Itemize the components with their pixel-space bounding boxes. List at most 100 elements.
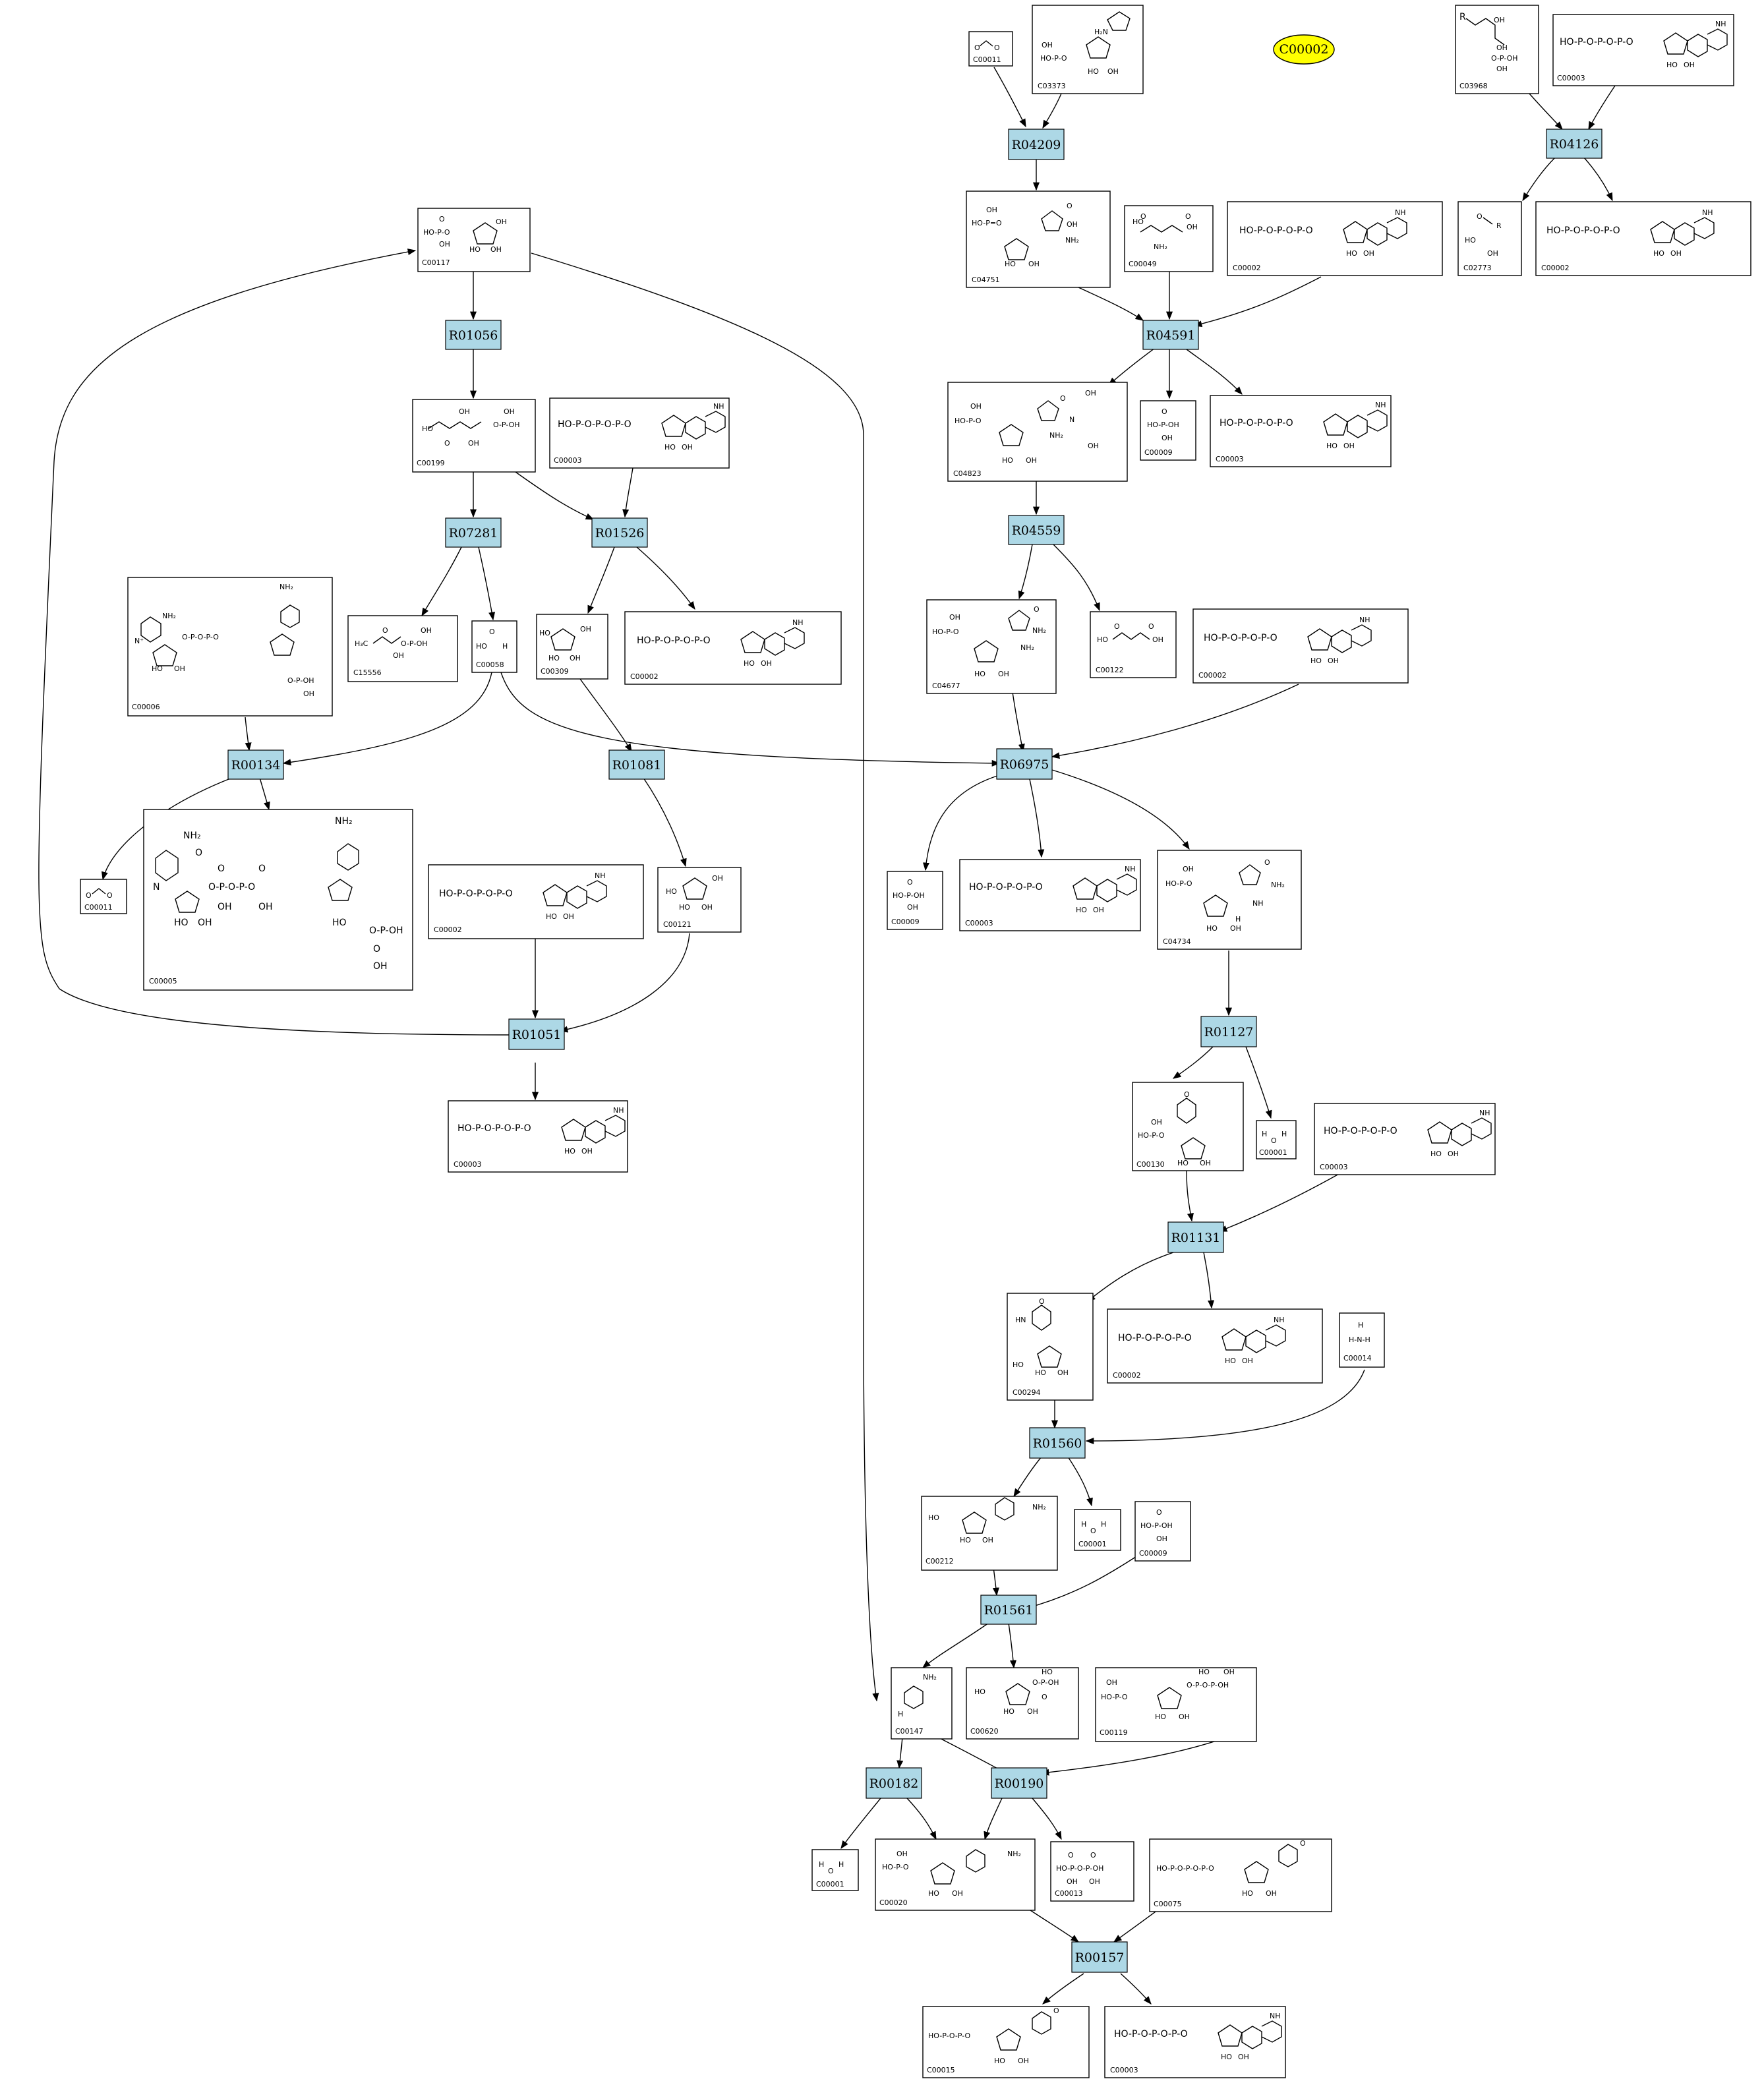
svg-text:O: O <box>1060 394 1066 403</box>
svg-text:OH: OH <box>712 874 723 883</box>
reaction-R01056[interactable]: R01056 <box>445 320 502 350</box>
svg-text:OH: OH <box>1200 1159 1211 1167</box>
svg-text:O: O <box>1034 605 1040 614</box>
svg-text:NH₂: NH₂ <box>162 612 176 620</box>
reaction-R01131[interactable]: R01131 <box>1167 1221 1224 1253</box>
reaction-R04591[interactable]: R04591 <box>1142 320 1199 350</box>
svg-text:HO: HO <box>1013 1361 1024 1369</box>
svg-text:O: O <box>1090 1527 1096 1535</box>
reaction-R01081[interactable]: R01081 <box>608 749 665 780</box>
compound-C00002-lower[interactable]: C00002 <box>1107 1308 1323 1384</box>
reaction-R01561[interactable]: R01561 <box>980 1595 1037 1625</box>
svg-text:C15556: C15556 <box>353 668 382 677</box>
compound-C00003-right-lower[interactable]: C00003 <box>1314 1103 1496 1175</box>
reaction-R04126[interactable]: R04126 <box>1546 129 1602 159</box>
svg-text:O: O <box>1067 202 1073 210</box>
compound-C00002-top[interactable]: C00002 <box>1227 201 1443 276</box>
reaction-R00190[interactable]: R00190 <box>991 1767 1047 1799</box>
svg-text:HO: HO <box>539 629 550 637</box>
svg-text:O: O <box>1156 1508 1162 1517</box>
reaction-R00134[interactable]: R00134 <box>227 749 284 780</box>
svg-text:HO: HO <box>666 887 677 896</box>
svg-text:R00134: R00134 <box>231 758 281 773</box>
svg-text:H: H <box>1281 1130 1287 1138</box>
compound-C00003-right[interactable]: C00003 <box>959 859 1141 931</box>
compound-C00003-top[interactable]: C00003 <box>1552 14 1734 86</box>
svg-text:H₂N: H₂N <box>1094 28 1108 36</box>
svg-text:O: O <box>1039 1297 1045 1306</box>
compound-C00002-mid[interactable]: C00002 <box>1192 608 1409 684</box>
svg-text:C00011: C00011 <box>84 903 113 912</box>
reaction-R01560[interactable]: R01560 <box>1029 1427 1086 1459</box>
svg-text:HO: HO <box>1465 236 1476 245</box>
reaction-R07281[interactable]: R07281 <box>445 517 502 548</box>
svg-text:O: O <box>1161 407 1167 416</box>
highlight-node[interactable]: C00002 <box>1273 34 1335 65</box>
compound-C00003-left[interactable]: C00003 <box>549 397 730 469</box>
svg-text:H₃C: H₃C <box>355 639 368 648</box>
reaction-R00157[interactable]: R00157 <box>1071 1941 1128 1973</box>
svg-text:O-P-OH: O-P-OH <box>493 421 520 429</box>
svg-text:O-P-O-P-O: O-P-O-P-O <box>208 882 255 893</box>
reaction-R00182[interactable]: R00182 <box>866 1767 922 1799</box>
svg-text:HO-P-O: HO-P-O <box>955 417 982 425</box>
compound-C00001-c[interactable]: HOH C00001 <box>811 1849 859 1891</box>
svg-text:C00119: C00119 <box>1100 1728 1128 1737</box>
compound-C00003-bottom-left[interactable]: C00003 <box>448 1100 628 1173</box>
svg-text:R04126: R04126 <box>1550 137 1599 152</box>
reaction-R04559[interactable]: R04559 <box>1008 515 1065 545</box>
compound-C00001-a[interactable]: HOH C00001 <box>1256 1120 1297 1159</box>
reaction-R01526[interactable]: R01526 <box>591 517 648 548</box>
compound-C00002-lower-left[interactable]: C00002 <box>428 864 644 939</box>
reaction-R06975[interactable]: R06975 <box>996 748 1053 780</box>
compound-C00014[interactable]: HH-N-H C00014 <box>1339 1312 1385 1368</box>
compound-C00003-mid[interactable]: C00003 <box>1210 395 1392 467</box>
svg-text:R07281: R07281 <box>449 526 498 541</box>
svg-text:OH: OH <box>258 902 273 912</box>
compound-C00002-left[interactable]: C00002 <box>624 611 842 685</box>
svg-text:C03373: C03373 <box>1038 82 1066 90</box>
compound-C00001-b[interactable]: HOH C00001 <box>1074 1509 1121 1551</box>
reaction-R01127[interactable]: R01127 <box>1200 1016 1257 1047</box>
svg-text:O: O <box>1148 622 1154 631</box>
svg-text:OH: OH <box>1187 223 1198 231</box>
reaction-R04209[interactable]: R04209 <box>1008 129 1065 160</box>
svg-text:O: O <box>86 891 92 900</box>
compound-C00002-topright[interactable]: C00002 <box>1535 201 1751 276</box>
reaction-R01051[interactable]: R01051 <box>508 1018 565 1050</box>
compound-C00003-bottom[interactable]: C00003 <box>1104 2006 1286 2078</box>
